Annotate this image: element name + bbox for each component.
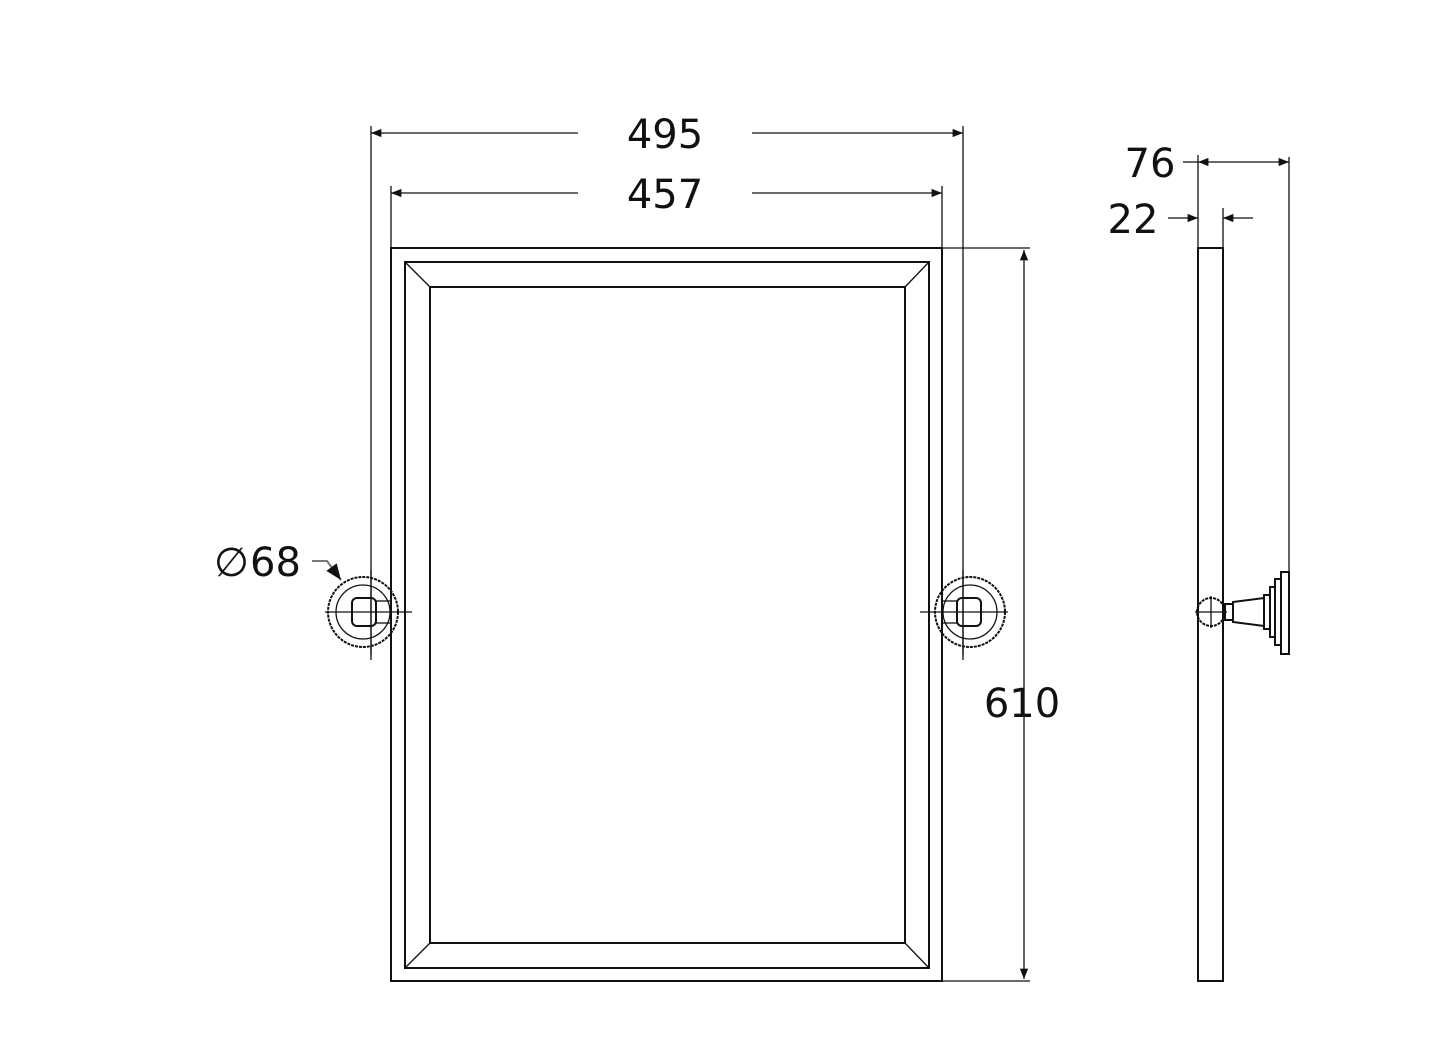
dimension-height: 610 <box>942 247 1060 982</box>
mirror-side-view: 76 22 <box>1108 141 1290 982</box>
bevel-corners <box>404 261 930 969</box>
right-wall-bracket <box>920 570 1008 660</box>
diameter-symbol: ∅ <box>214 540 249 586</box>
mirror-glass <box>429 286 906 944</box>
dimension-frame-width: 457 <box>390 172 943 248</box>
inner-frame <box>404 261 930 969</box>
dimension-label-76: 76 <box>1125 141 1176 187</box>
dimension-label-610: 610 <box>984 681 1060 727</box>
dimension-bracket-diameter: ∅ 68 <box>214 540 342 586</box>
dimension-label-457: 457 <box>627 172 703 218</box>
outer-frame <box>390 247 943 982</box>
dimension-overall-width: 495 <box>370 112 964 655</box>
side-bracket <box>1195 571 1290 655</box>
dimension-label-68: 68 <box>250 540 301 586</box>
dimension-label-495: 495 <box>627 112 703 158</box>
mirror-front-view <box>390 247 943 982</box>
left-wall-bracket <box>325 570 412 660</box>
dimension-label-22: 22 <box>1108 197 1159 243</box>
